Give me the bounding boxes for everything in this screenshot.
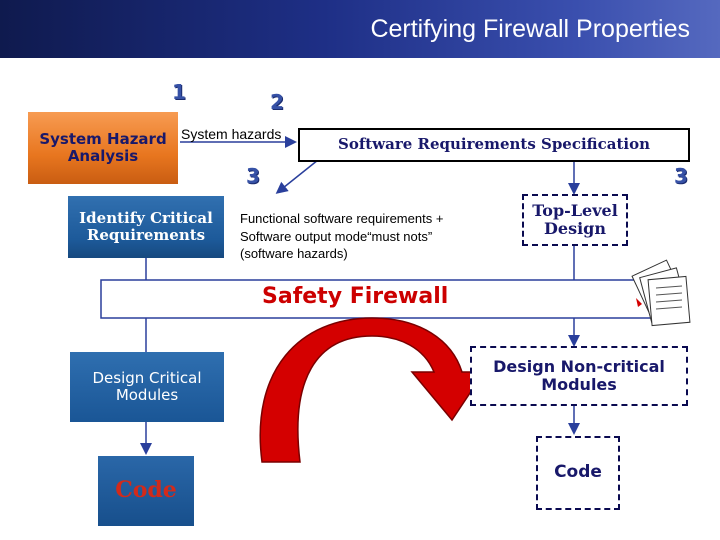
box-system-hazard-analysis: System Hazard Analysis xyxy=(28,112,178,184)
box-design-noncritical-modules: Design Non-critical Modules xyxy=(470,346,688,406)
functional-req-line1: Functional software requirements + xyxy=(240,211,444,226)
functional-req-line2: Software output mode“must nots” xyxy=(240,228,433,244)
safety-firewall-label: Safety Firewall xyxy=(262,284,449,309)
box-software-requirements-specification: Software Requirements Specification xyxy=(298,128,690,162)
arrow-srs-to-functional xyxy=(275,159,319,194)
functional-requirements-text: Functional software requirements + Softw… xyxy=(240,210,443,263)
box-identify-critical-requirements: Identify Critical Requirements xyxy=(68,196,224,258)
header-bar: Certifying Firewall Properties xyxy=(0,0,720,58)
step-number-2: 2 xyxy=(270,90,284,114)
box-code-critical: Code xyxy=(98,456,194,526)
firewall-band xyxy=(100,279,662,319)
step-number-3a: 3 xyxy=(246,164,260,188)
functional-req-line3: (software hazards) xyxy=(240,246,348,262)
box-design-critical-modules: Design Critical Modules xyxy=(70,352,224,422)
documents-icon xyxy=(631,259,691,327)
box-top-level-design: Top-Level Design xyxy=(522,194,628,246)
red-curved-arrow xyxy=(259,317,486,463)
page-title: Certifying Firewall Properties xyxy=(370,15,690,43)
box-code-noncritical: Code xyxy=(536,436,620,510)
label-system-hazards: System hazards xyxy=(181,126,282,142)
step-number-3b: 3 xyxy=(674,164,688,188)
step-number-1: 1 xyxy=(172,80,186,104)
